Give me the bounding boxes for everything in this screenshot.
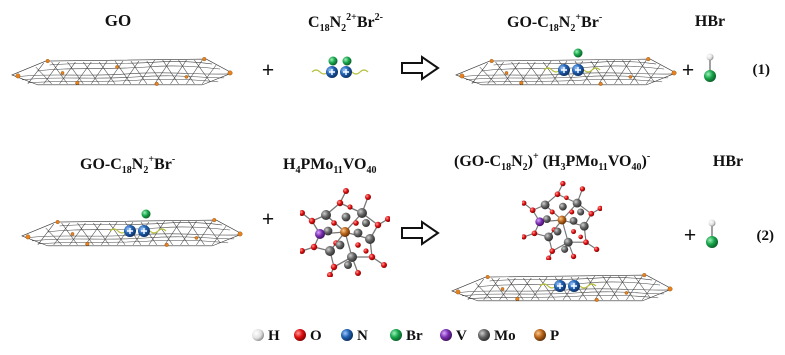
legend-label-v: V	[456, 328, 467, 344]
plus-2b: +	[684, 222, 697, 247]
legend-swatch-v	[440, 329, 452, 341]
equation-number-2: (2)	[757, 228, 775, 244]
go-diamine-label-2: GO-C18N2+Br-	[80, 154, 175, 176]
plus-2a: +	[262, 206, 275, 231]
intercalated-cation-2	[109, 209, 167, 238]
intercalated-cation-1	[543, 48, 601, 77]
reaction-1: GO C18N22+Br2- GO-C18N2+Br- HBr + + (1)	[11, 11, 771, 86]
hbr-molecule-2	[705, 218, 719, 249]
legend-label-mo: Mo	[494, 328, 516, 344]
hbr-label-2: HBr	[713, 153, 743, 170]
reaction-2: GO-C18N2+Br- H4PMo11VO40 (GO-C18N2)+ (H3…	[21, 151, 775, 302]
equation-number-1: (1)	[753, 62, 771, 78]
legend-item-p: P	[534, 328, 559, 344]
legend-label-h: H	[268, 328, 280, 344]
arrow-2	[401, 221, 439, 245]
legend-swatch-o	[294, 329, 306, 341]
legend-label-p: P	[550, 328, 559, 344]
legend-swatch-p	[534, 329, 546, 341]
legend-swatch-mo	[478, 329, 490, 341]
plus-1b: +	[682, 57, 695, 82]
hbr-label-1: HBr	[695, 13, 725, 30]
arrow-1	[401, 56, 439, 80]
atom-legend: H O N Br V Mo P	[252, 328, 559, 344]
legend-item-br: Br	[390, 328, 423, 344]
legend-swatch-br	[390, 329, 402, 341]
go-diamine-label: GO-C18N2+Br-	[507, 12, 602, 34]
legend-label-n: N	[357, 328, 368, 344]
legend-swatch-h	[252, 329, 264, 341]
go-label: GO	[105, 11, 131, 30]
hbr-molecule-1	[703, 52, 717, 83]
diamine-label: C18N22+Br2-	[308, 12, 383, 34]
legend-item-h: H	[252, 328, 280, 344]
legend-item-mo: Mo	[478, 328, 516, 344]
diamine-molecule	[311, 56, 369, 79]
pom-cluster-2	[522, 180, 602, 260]
legend-item-v: V	[440, 328, 467, 344]
go-sheet-1	[11, 56, 233, 86]
legend-label-o: O	[310, 328, 322, 344]
legend-label-br: Br	[406, 328, 423, 344]
hybrid-label: (GO-C18N2)+ (H3PMo11VO40)-	[454, 151, 650, 173]
pom-cluster-1	[300, 187, 390, 277]
pom-label: H4PMo11VO40	[283, 156, 376, 176]
plus-1a: +	[262, 57, 275, 82]
legend-item-o: O	[294, 328, 322, 344]
legend-item-n: N	[341, 328, 368, 344]
legend-swatch-n	[341, 329, 353, 341]
